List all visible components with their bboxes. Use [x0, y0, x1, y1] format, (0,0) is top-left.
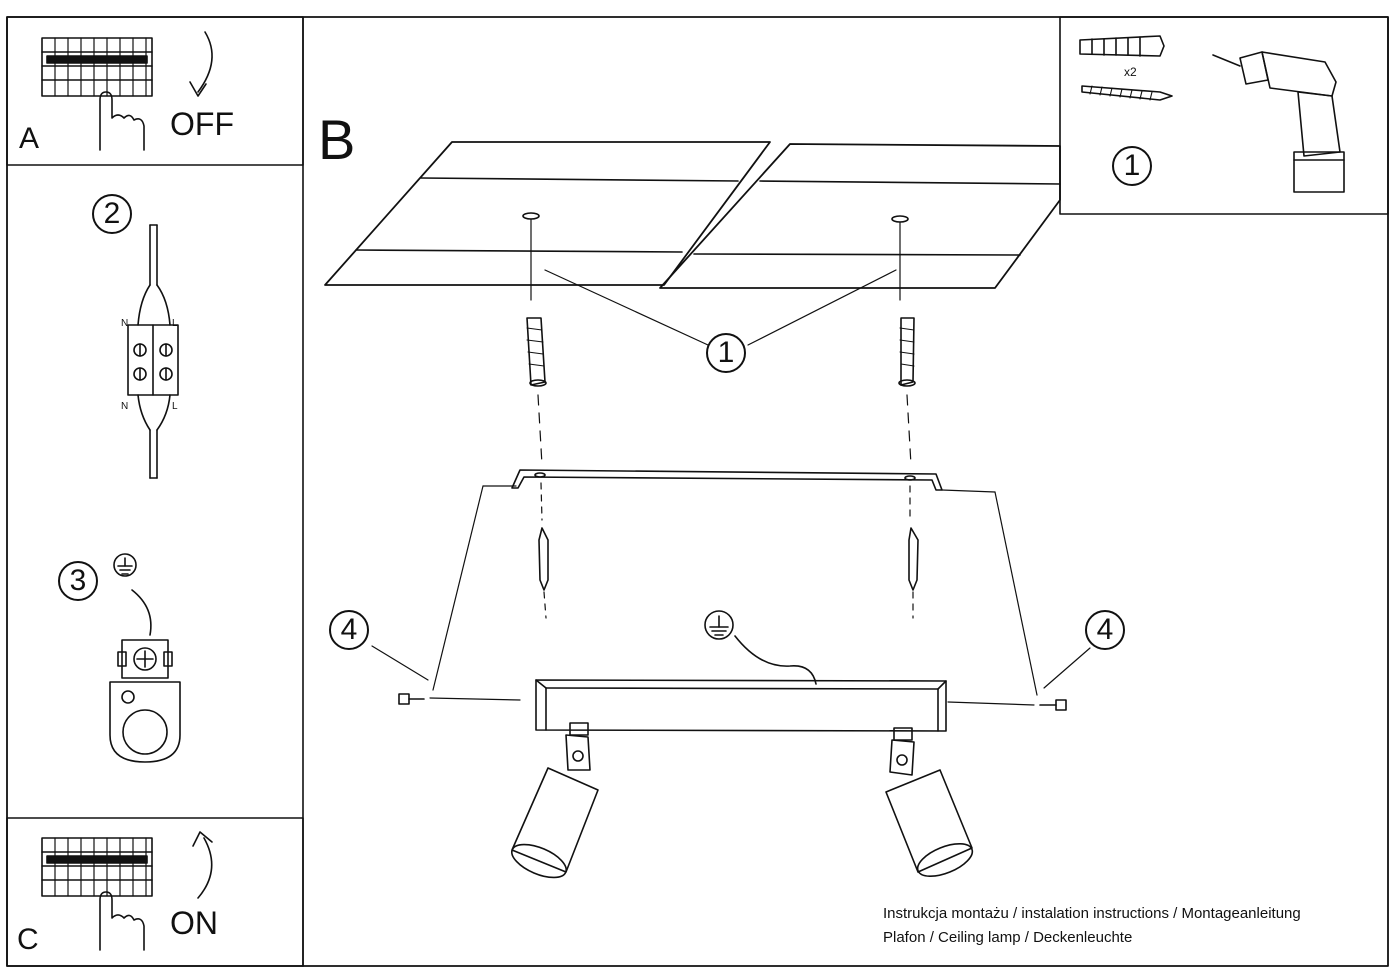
- caption-line-1: Instrukcja montażu / instalation instruc…: [883, 905, 1301, 922]
- panel-c-frame: [6, 817, 304, 967]
- hand-icon-c: [99, 891, 145, 951]
- mounting-bracket: [511, 469, 943, 491]
- caption-line-2: Plafon / Ceiling lamp / Deckenleuchte: [883, 929, 1133, 946]
- spotlight-right: [885, 727, 974, 878]
- spotlight-left: [511, 722, 599, 879]
- lamp-body: [535, 679, 947, 732]
- ceiling-panels: [324, 141, 1061, 301]
- drill-icon: [1212, 51, 1345, 193]
- neutral-label-bottom: N: [121, 401, 129, 412]
- hand-icon-a: [99, 91, 145, 151]
- fixing-screw-right: [908, 485, 919, 619]
- tools-panel-frame: [1059, 16, 1389, 215]
- on-label: ON: [170, 905, 218, 941]
- wall-plug-icon: [1079, 35, 1165, 57]
- breaker-panel-icon-c: [41, 837, 153, 897]
- step-2-badge: 2: [92, 194, 132, 234]
- earth-symbol-icon-main: [704, 610, 734, 640]
- terminal-block-diagram: [127, 224, 179, 479]
- earth-wire: [131, 589, 152, 636]
- arrow-up-icon: [197, 837, 213, 899]
- sheet-border: [6, 16, 1389, 967]
- off-label: OFF: [170, 106, 234, 142]
- live-label-top: L: [172, 318, 178, 329]
- earth-terminal-icon: [109, 639, 181, 763]
- step-4-badge-left: 4: [329, 610, 369, 650]
- leader-step1-right: [747, 269, 897, 346]
- live-label-bottom: L: [172, 401, 178, 412]
- leader-step1-left: [544, 269, 709, 346]
- earth-symbol-icon-step3: [113, 553, 137, 577]
- panel-b-letter: B: [318, 108, 356, 171]
- arrow-down-head: [189, 81, 207, 97]
- wall-plug-right: [898, 317, 916, 387]
- step-3-badge: 3: [58, 561, 98, 601]
- arrow-down-icon: [197, 31, 213, 93]
- leader-step4-right: [1043, 647, 1091, 689]
- earth-wire-main: [734, 635, 817, 685]
- screw-icon-kit: [1081, 85, 1173, 101]
- quantity-label: x2: [1124, 65, 1137, 79]
- panel-a-frame: [6, 16, 304, 166]
- neutral-label-top: N: [121, 318, 129, 329]
- fixing-screw-left: [538, 482, 549, 619]
- step-1-badge-main: 1: [706, 333, 746, 373]
- side-screw-left: [398, 693, 425, 705]
- step-1-badge-kit: 1: [1112, 146, 1152, 186]
- wall-plug-left: [526, 317, 547, 387]
- arrow-up-head: [192, 831, 213, 847]
- breaker-panel-icon-a: [41, 37, 153, 97]
- side-screw-right: [1039, 699, 1067, 711]
- panel-c-letter: C: [17, 923, 39, 956]
- panel-a-letter: A: [19, 122, 40, 155]
- step-4-badge-right: 4: [1085, 610, 1125, 650]
- leader-step4-left: [371, 645, 429, 681]
